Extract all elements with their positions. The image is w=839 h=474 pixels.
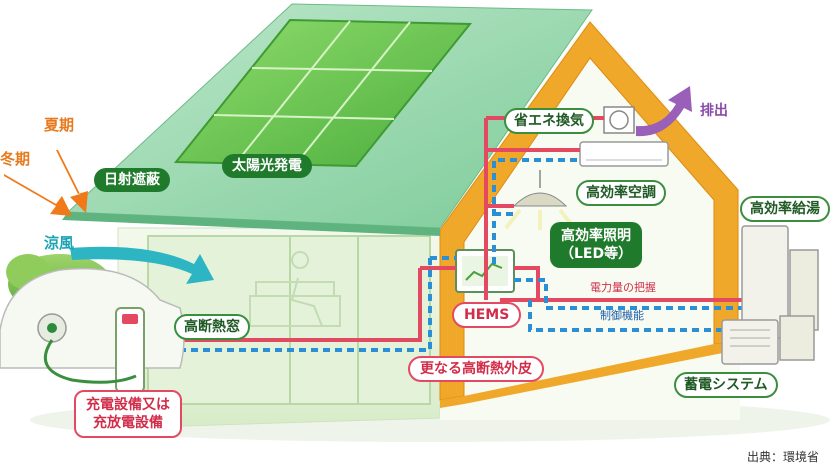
breeze-label: 涼風 (44, 234, 75, 252)
hems-label: HEMS (452, 302, 522, 328)
pendant-lamp (512, 192, 568, 207)
shading-label: 日射遮蔽 (94, 168, 170, 192)
power-monitor-label: 電力量の把握 (590, 281, 656, 294)
source-credit: 出典：環境省 (746, 450, 819, 464)
insulated-window-label: 高断熱窓 (174, 314, 250, 340)
exhaust-label: 排出 (700, 103, 728, 119)
storage-battery (721, 319, 779, 365)
storage-label: 蓄電システム (674, 372, 778, 398)
lighting-label: 高効率照明 （LED等） (550, 222, 643, 269)
charger-label: 充電設備又は 充放電設備 (74, 390, 182, 439)
ventilation-label: 省エネ換気 (504, 108, 594, 134)
solar-label: 太陽光発電 (222, 154, 312, 178)
winter-sun-arrow (4, 174, 72, 216)
person-sketch (290, 251, 323, 327)
roof-edge (62, 212, 440, 236)
sofa-sketch (249, 281, 341, 327)
summer-label: 夏期 (44, 116, 75, 134)
summer-sun-arrow (56, 150, 88, 213)
control-line (150, 158, 744, 352)
charging-cable (43, 339, 137, 384)
aircon-label: 高効率空調 (576, 180, 666, 206)
breeze-arrow (70, 246, 214, 284)
winter-label: 冬期 (0, 150, 31, 168)
water-heater-label: 高効率給湯 (740, 196, 830, 222)
exhaust-arrow (636, 86, 692, 137)
envelope-label: 更なる高断熱外皮 (408, 356, 544, 382)
air-conditioner (579, 141, 669, 167)
control-label: 制御機能 (600, 309, 644, 322)
